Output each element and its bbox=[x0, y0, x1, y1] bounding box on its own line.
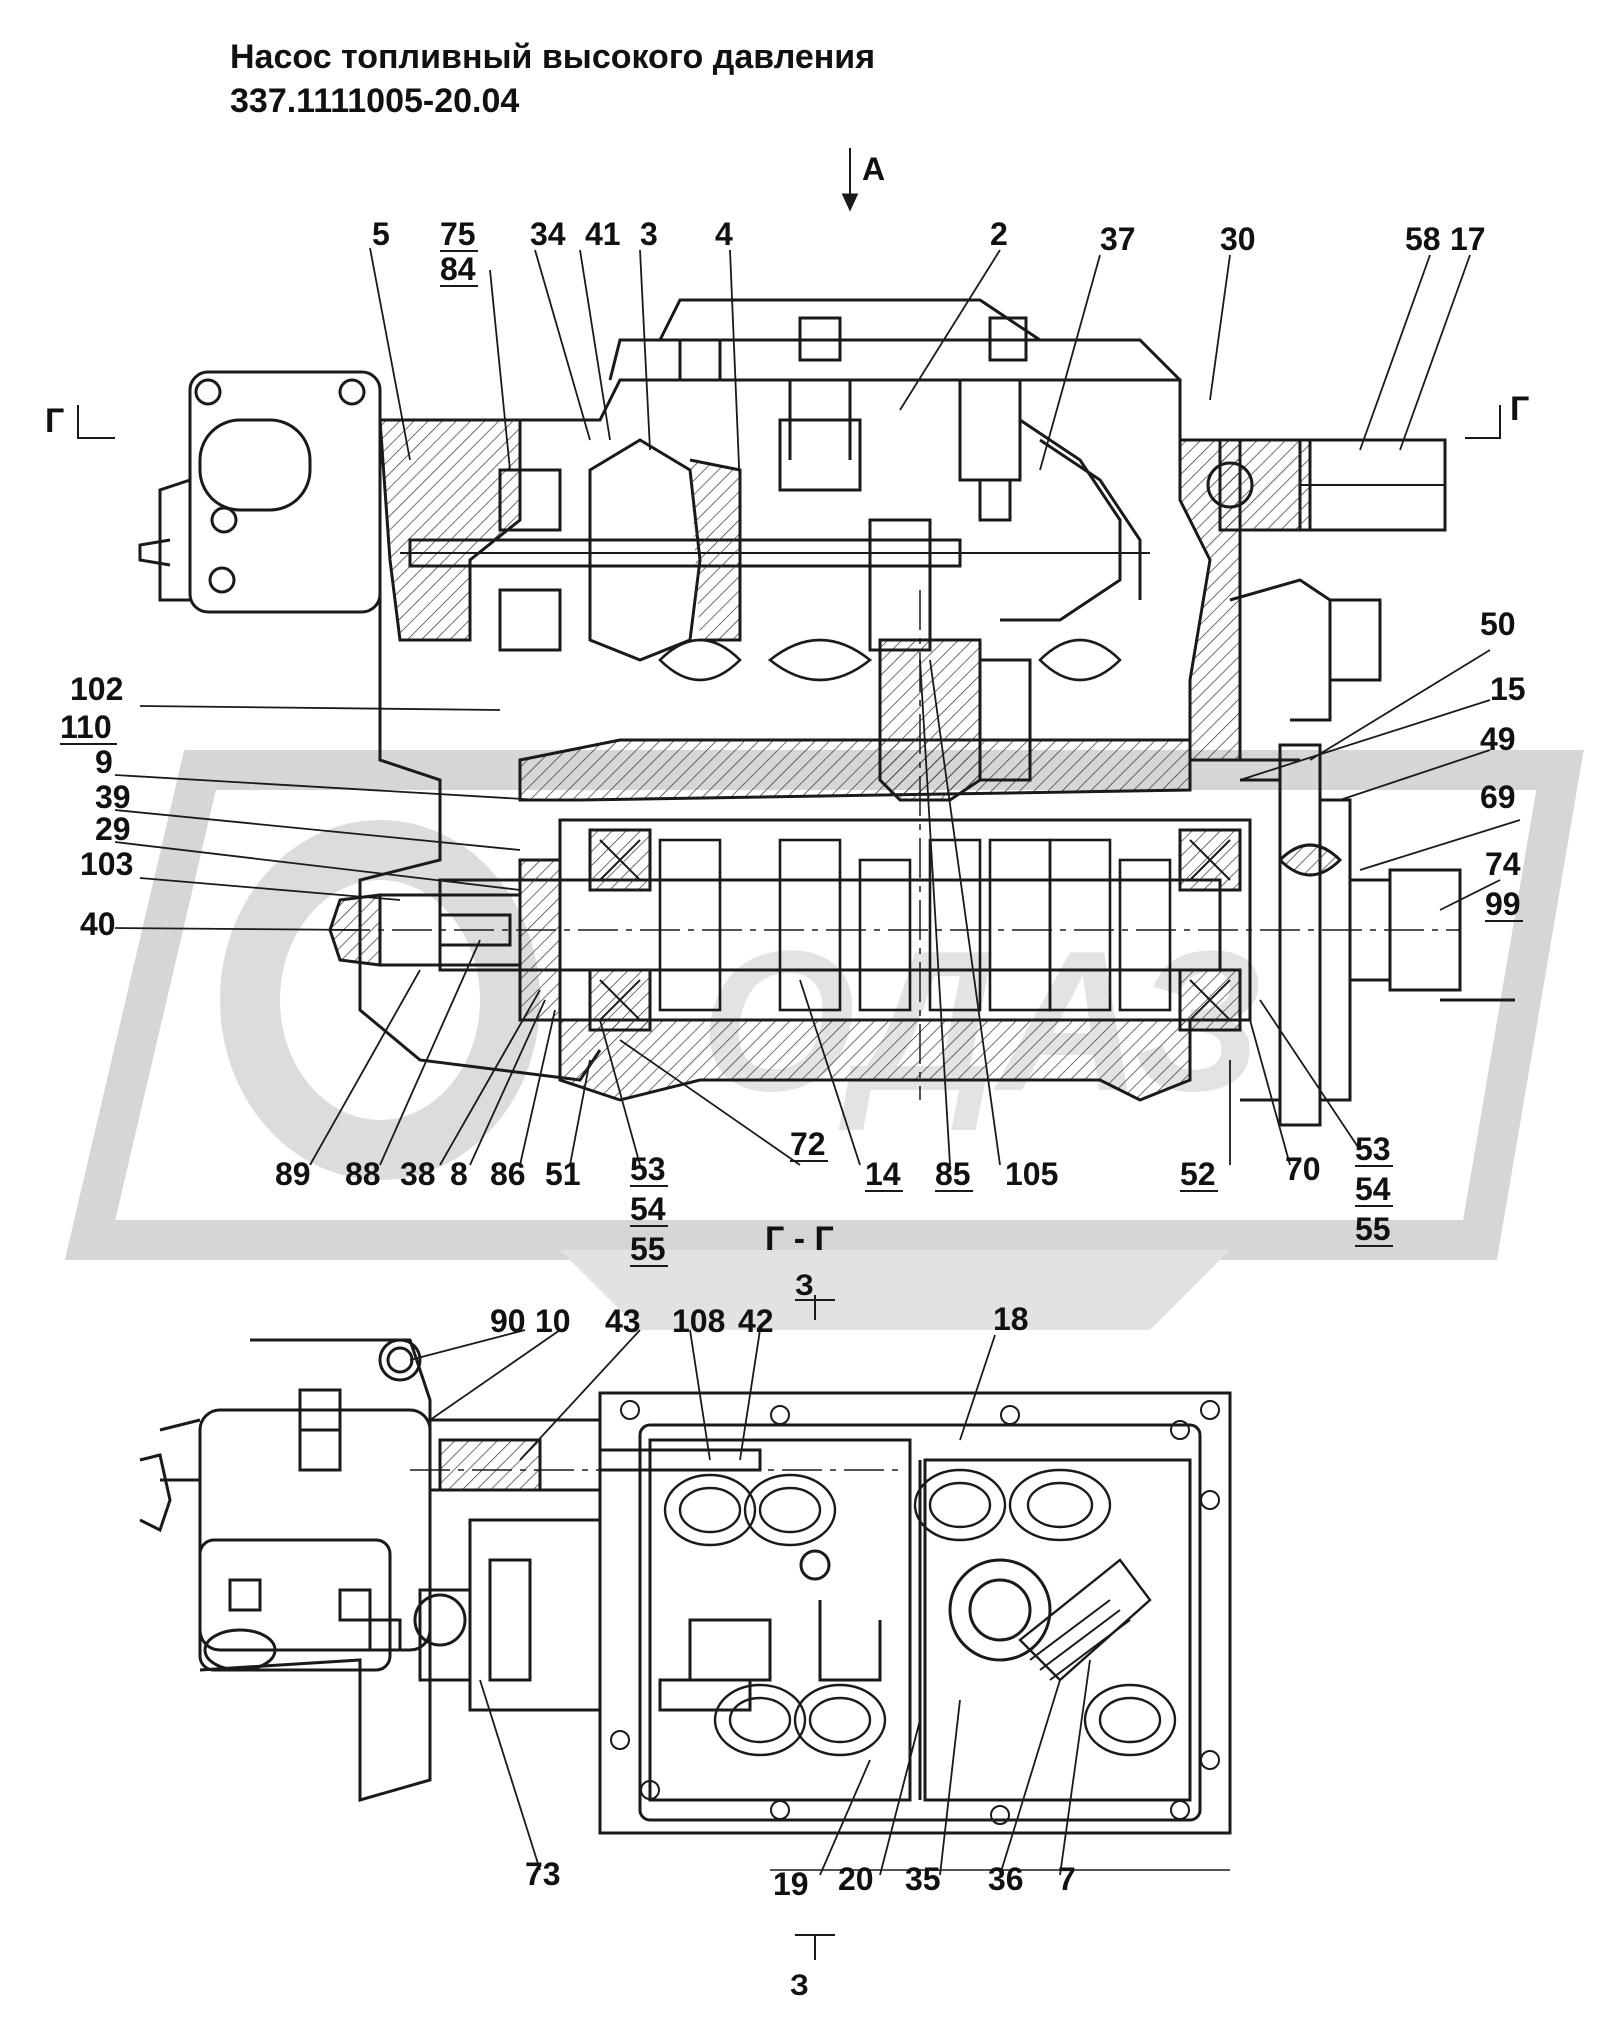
callout-top-10: 58 bbox=[1405, 221, 1441, 257]
callout-top-27: 38 bbox=[400, 1156, 436, 1192]
callout-top-13: 15 bbox=[1490, 671, 1526, 707]
callout-top-15: 69 bbox=[1480, 779, 1516, 815]
callout-top-32: 54 bbox=[630, 1191, 666, 1227]
callout-top-36: 85 bbox=[935, 1156, 971, 1192]
callout-top-11: 17 bbox=[1450, 221, 1486, 257]
callout-top-8: 37 bbox=[1100, 221, 1136, 257]
cut-z-bottom-label: З bbox=[790, 1969, 809, 2002]
callout-top-18: 102 bbox=[70, 671, 123, 707]
callout-top-29: 86 bbox=[490, 1156, 526, 1192]
callout-top-26: 88 bbox=[345, 1156, 381, 1192]
callout-top-0: 5 bbox=[372, 216, 390, 252]
callout-top-41: 54 bbox=[1355, 1171, 1391, 1207]
callout-top-31: 53 bbox=[630, 1151, 666, 1187]
callout-top-21: 39 bbox=[95, 779, 131, 815]
callout-top-1: 75 bbox=[440, 216, 476, 252]
callout-bottom-7: 19 bbox=[773, 1866, 809, 1902]
callout-top-33: 55 bbox=[630, 1231, 666, 1267]
callout-top-12: 50 bbox=[1480, 606, 1516, 642]
section-title-label: Г - Г bbox=[765, 1220, 834, 1258]
callout-top-22: 29 bbox=[95, 811, 131, 847]
callout-top-42: 55 bbox=[1355, 1211, 1391, 1247]
callout-top-2: 84 bbox=[440, 251, 476, 287]
callout-top-39: 70 bbox=[1285, 1151, 1321, 1187]
callout-top-35: 14 bbox=[865, 1156, 901, 1192]
cut-left-label: Г bbox=[45, 402, 64, 440]
callout-top-40: 53 bbox=[1355, 1131, 1391, 1167]
cut-right-label: Г bbox=[1510, 390, 1529, 428]
callout-top-38: 52 bbox=[1180, 1156, 1216, 1192]
callout-top-4: 41 bbox=[585, 216, 621, 252]
callout-bottom-8: 20 bbox=[838, 1861, 874, 1897]
callout-top-16: 74 bbox=[1485, 846, 1521, 882]
bottom-leader-lines bbox=[409, 1329, 1091, 1876]
view-a-label: А bbox=[862, 151, 885, 187]
diagram-title: Насос топливный высокого давления bbox=[230, 38, 876, 76]
callout-top-9: 30 bbox=[1220, 221, 1256, 257]
callout-top-7: 2 bbox=[990, 216, 1008, 252]
diagram-part-number: 337.1111005-20.04 bbox=[230, 82, 520, 120]
callout-bottom-6: 73 bbox=[525, 1856, 561, 1892]
callout-bottom-0: 90 bbox=[490, 1303, 526, 1339]
callout-bottom-9: 35 bbox=[905, 1861, 941, 1897]
section-g-g-view bbox=[139, 1295, 1232, 1960]
callout-top-5: 3 bbox=[640, 216, 658, 252]
callout-top-23: 103 bbox=[80, 846, 133, 882]
callout-top-20: 9 bbox=[95, 744, 113, 780]
callout-top-24: 40 bbox=[80, 906, 116, 942]
callout-bottom-4: 42 bbox=[738, 1303, 774, 1339]
callout-top-6: 4 bbox=[715, 216, 733, 252]
callout-top-19: 110 bbox=[60, 709, 112, 745]
callout-top-3: 34 bbox=[530, 216, 566, 252]
callout-bottom-5: 18 bbox=[993, 1301, 1029, 1337]
callout-top-17: 99 bbox=[1485, 886, 1521, 922]
callout-top-30: 51 bbox=[545, 1156, 581, 1192]
callout-bottom-3: 108 bbox=[672, 1303, 725, 1339]
cut-z-top-label: З bbox=[795, 1269, 814, 1302]
callout-bottom-11: 7 bbox=[1058, 1861, 1076, 1897]
callout-top-28: 8 bbox=[450, 1156, 468, 1192]
callout-top-37: 105 bbox=[1005, 1156, 1058, 1192]
callout-top-34: 72 bbox=[790, 1126, 826, 1162]
callout-bottom-10: 36 bbox=[988, 1861, 1024, 1897]
callout-bottom-1: 10 bbox=[535, 1303, 571, 1339]
callout-top-25: 89 bbox=[275, 1156, 311, 1192]
section-mark-labels: А Г Г Г - Г З З bbox=[45, 151, 1529, 2002]
top-leader-lines bbox=[114, 247, 1521, 1166]
callout-top-14: 49 bbox=[1480, 721, 1516, 757]
pump-longitudinal-section bbox=[77, 148, 1515, 1127]
callout-bottom-2: 43 bbox=[605, 1303, 641, 1339]
